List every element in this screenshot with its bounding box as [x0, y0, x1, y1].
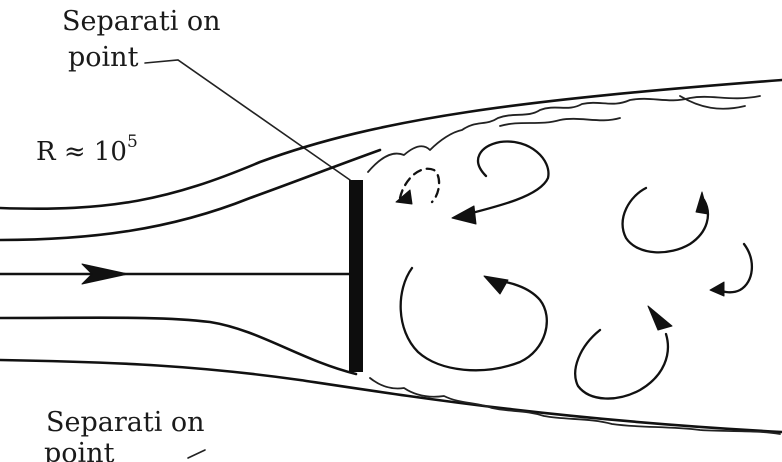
- lower-wake-boundary: [370, 378, 780, 434]
- bottom-separation-leader-line: [188, 450, 205, 458]
- upper-left-eddy: [460, 142, 548, 216]
- reynolds-number-label: R ≈ 105: [36, 132, 138, 167]
- upper-wake-boundary: [368, 96, 760, 172]
- bottom-separation-label-line1: Separati on: [46, 407, 205, 438]
- upper-right-eddy: [623, 188, 708, 252]
- upper-wake-secondary: [500, 118, 620, 126]
- lower-right-eddy-arrowhead: [648, 306, 672, 330]
- small-eddy-arrowhead: [396, 190, 412, 204]
- lower-left-eddy: [401, 268, 547, 370]
- inner-bottom-streamline: [0, 318, 356, 374]
- reynolds-prefix: R ≈ 10: [36, 137, 127, 167]
- top-separation-label-line1: Separati on: [62, 6, 221, 37]
- flat-plate: [349, 180, 363, 372]
- far-right-eddy-arrowhead: [710, 282, 724, 296]
- upper-left-eddy-arrowhead: [452, 206, 476, 224]
- reynolds-exponent: 5: [127, 132, 138, 152]
- lower-right-eddy: [575, 330, 668, 399]
- lower-left-eddy-arrowhead: [484, 276, 508, 294]
- bottom-separation-label-line2: point: [44, 438, 115, 462]
- top-separation-label-line2: point: [68, 42, 139, 73]
- top-separation-leader-line: [145, 60, 350, 180]
